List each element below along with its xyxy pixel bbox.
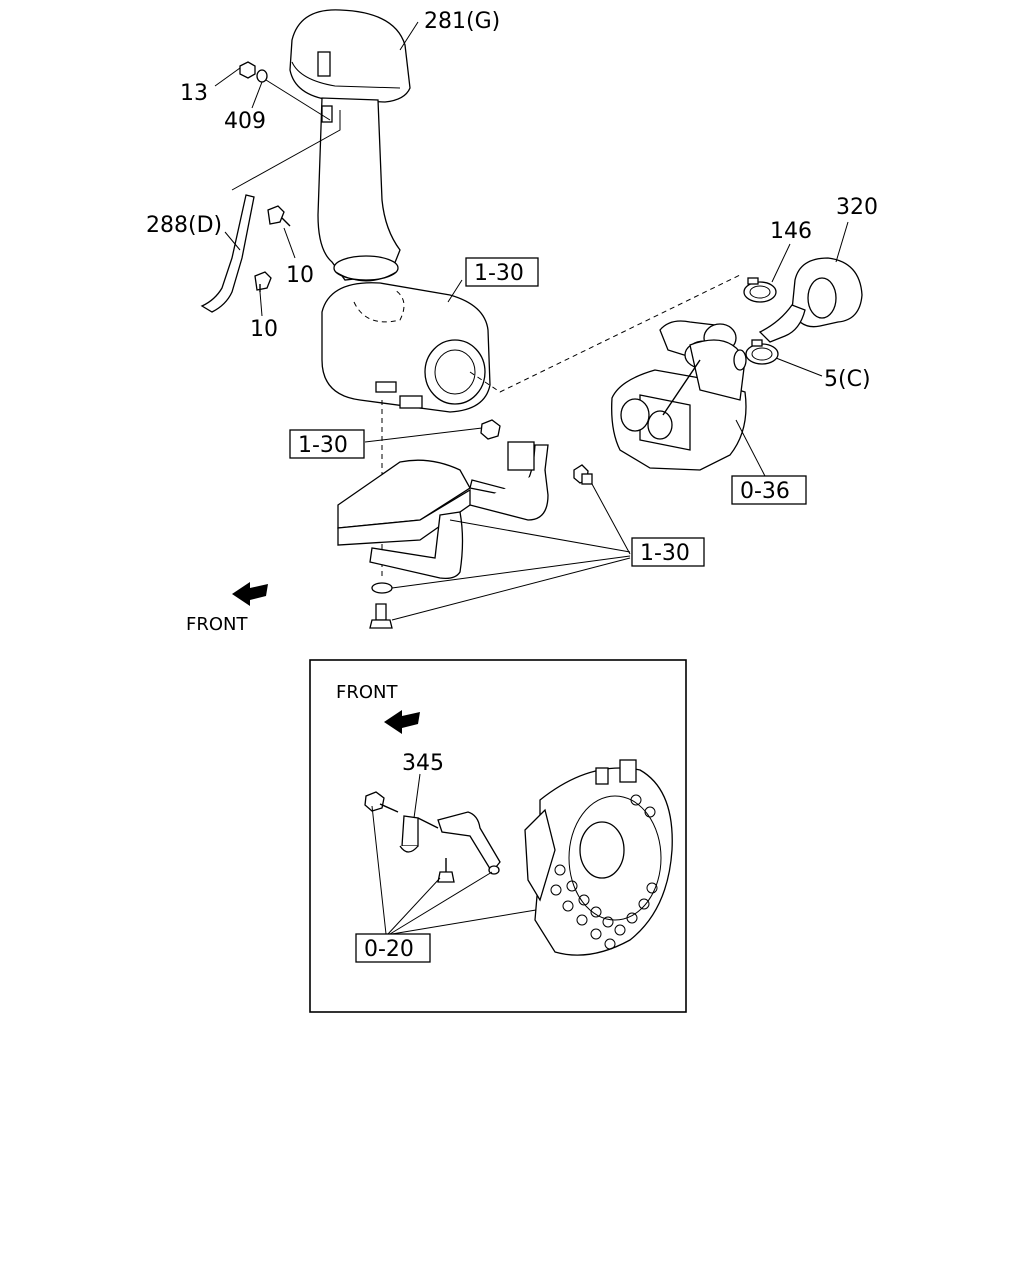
label-10-lower: 10 [250, 317, 278, 342]
bracket-345 [399, 811, 501, 874]
label-10-upper: 10 [286, 263, 314, 288]
turbo-hose [758, 257, 863, 343]
svg-text:0-36: 0-36 [740, 479, 790, 504]
mounting-bracket [337, 441, 549, 580]
ref-box-1-30-cleaner: 1-30 [465, 257, 539, 287]
inset-view: FRONT [309, 659, 687, 1013]
svg-text:1-30: 1-30 [298, 433, 348, 458]
hose-clamp-lower [745, 339, 779, 365]
ref-box-0-36-turbo: 0-36 [731, 475, 807, 505]
bracket-fasteners [369, 419, 593, 629]
leader-lines [214, 21, 849, 621]
label-13: 13 [180, 81, 208, 106]
nut-and-washer [239, 61, 331, 121]
svg-text:0-20: 0-20 [364, 937, 414, 962]
label-146: 146 [770, 219, 812, 244]
front-arrow-icon [232, 582, 268, 606]
svg-text:1-30: 1-30 [640, 541, 690, 566]
svg-text:1-30: 1-30 [474, 261, 524, 286]
label-5c: 5(C) [824, 367, 871, 392]
stay-rod [200, 110, 341, 313]
hose-clamp-upper [743, 277, 777, 303]
ref-box-0-20: 0-20 [355, 933, 431, 963]
inset-front-arrow-icon [384, 710, 420, 734]
label-409: 409 [224, 109, 266, 134]
label-288: 288(D) [146, 213, 222, 238]
main-view: 281(G) 13 409 288(D) 10 10 146 320 5(C) … [146, 9, 878, 635]
label-345: 345 [402, 751, 444, 776]
inset-leader-lines [371, 773, 537, 935]
intake-pipe [317, 97, 401, 282]
ref-box-1-30-nut: 1-30 [289, 429, 365, 459]
ref-box-1-30-bracket: 1-30 [631, 537, 705, 567]
turbocharger [611, 320, 747, 471]
label-320: 320 [836, 195, 878, 220]
air-cleaner [321, 282, 491, 413]
front-label: FRONT [186, 614, 248, 635]
air-intake-hood [289, 9, 411, 103]
flywheel-housing [524, 759, 673, 956]
label-281: 281(G) [424, 9, 500, 34]
inset-front-label: FRONT [336, 682, 398, 703]
